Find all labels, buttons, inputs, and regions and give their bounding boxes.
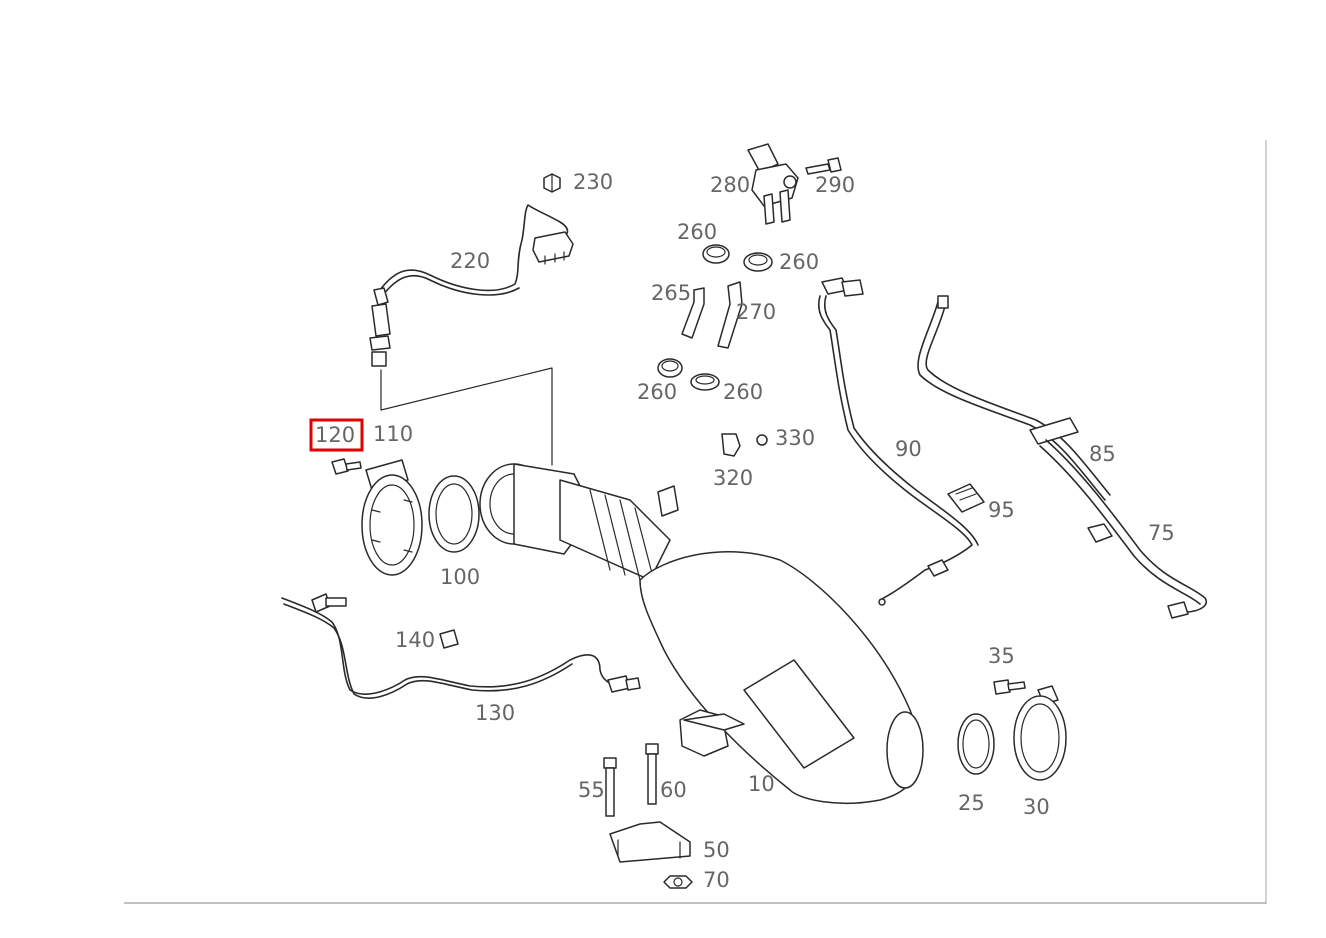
label-75[interactable]: 75 xyxy=(1148,521,1175,545)
label-260-a[interactable]: 260 xyxy=(677,220,717,244)
label-120[interactable]: 120 xyxy=(315,423,355,447)
part-100-gasket[interactable] xyxy=(428,475,480,553)
label-260-b[interactable]: 260 xyxy=(779,250,819,274)
part-280-pressure-sensor[interactable] xyxy=(747,143,799,225)
part-10-particulate-filter[interactable] xyxy=(479,463,924,805)
part-290-bolt[interactable] xyxy=(805,157,842,175)
part-110-clamp[interactable] xyxy=(361,459,423,576)
part-70-nut[interactable] xyxy=(663,875,693,889)
label-330[interactable]: 330 xyxy=(775,426,815,450)
part-270-hose[interactable] xyxy=(717,281,743,349)
part-330-screw[interactable] xyxy=(756,434,768,446)
part-60-bolt[interactable] xyxy=(645,743,659,805)
part-30-clamp[interactable] xyxy=(1013,685,1067,781)
part-260-clamp-lower-left[interactable] xyxy=(657,358,683,378)
label-260-c[interactable]: 260 xyxy=(637,380,677,404)
part-50-bracket[interactable] xyxy=(609,821,691,863)
part-120-bolt[interactable] xyxy=(331,458,362,475)
part-55-bolt[interactable] xyxy=(603,757,617,817)
label-30[interactable]: 30 xyxy=(1023,795,1050,819)
part-220-sensor-cable[interactable] xyxy=(369,204,574,367)
part-25-gasket[interactable] xyxy=(957,713,995,775)
label-90[interactable]: 90 xyxy=(895,437,922,461)
label-265[interactable]: 265 xyxy=(651,281,691,305)
label-220[interactable]: 220 xyxy=(450,249,490,273)
label-95[interactable]: 95 xyxy=(988,498,1015,522)
label-50[interactable]: 50 xyxy=(703,838,730,862)
label-280[interactable]: 280 xyxy=(710,173,750,197)
part-95-holder[interactable] xyxy=(947,483,985,513)
label-130[interactable]: 130 xyxy=(475,701,515,725)
part-260-clamp-upper-right[interactable] xyxy=(743,252,773,272)
label-260-d[interactable]: 260 xyxy=(723,380,763,404)
label-290[interactable]: 290 xyxy=(815,173,855,197)
part-260-clamp-lower-right[interactable] xyxy=(690,373,720,391)
label-10[interactable]: 10 xyxy=(748,772,775,796)
part-75-pressure-pipe[interactable] xyxy=(1039,439,1207,619)
label-35[interactable]: 35 xyxy=(988,644,1015,668)
label-270[interactable]: 270 xyxy=(736,300,776,324)
part-320-bracket[interactable] xyxy=(721,433,741,457)
part-130-temperature-sensor-cable[interactable] xyxy=(281,593,641,699)
part-265-hose[interactable] xyxy=(681,287,705,339)
part-140-clip[interactable] xyxy=(439,629,459,649)
part-230-clip[interactable] xyxy=(543,173,561,193)
label-140[interactable]: 140 xyxy=(395,628,435,652)
label-85[interactable]: 85 xyxy=(1089,442,1116,466)
part-90-temperature-sensor-cable[interactable] xyxy=(817,277,979,606)
label-70[interactable]: 70 xyxy=(703,868,730,892)
part-85-pressure-pipe[interactable] xyxy=(917,295,1113,543)
label-110[interactable]: 110 xyxy=(373,422,413,446)
highlight-box-part-120 xyxy=(309,418,364,452)
label-320[interactable]: 320 xyxy=(713,466,753,490)
part-260-clamp-upper-left[interactable] xyxy=(702,244,730,264)
part-35-bolt[interactable] xyxy=(993,679,1026,695)
label-230[interactable]: 230 xyxy=(573,170,613,194)
leader-line-110 xyxy=(380,367,553,466)
label-100[interactable]: 100 xyxy=(440,565,480,589)
label-25[interactable]: 25 xyxy=(958,791,985,815)
label-55[interactable]: 55 xyxy=(578,778,605,802)
label-60[interactable]: 60 xyxy=(660,778,687,802)
